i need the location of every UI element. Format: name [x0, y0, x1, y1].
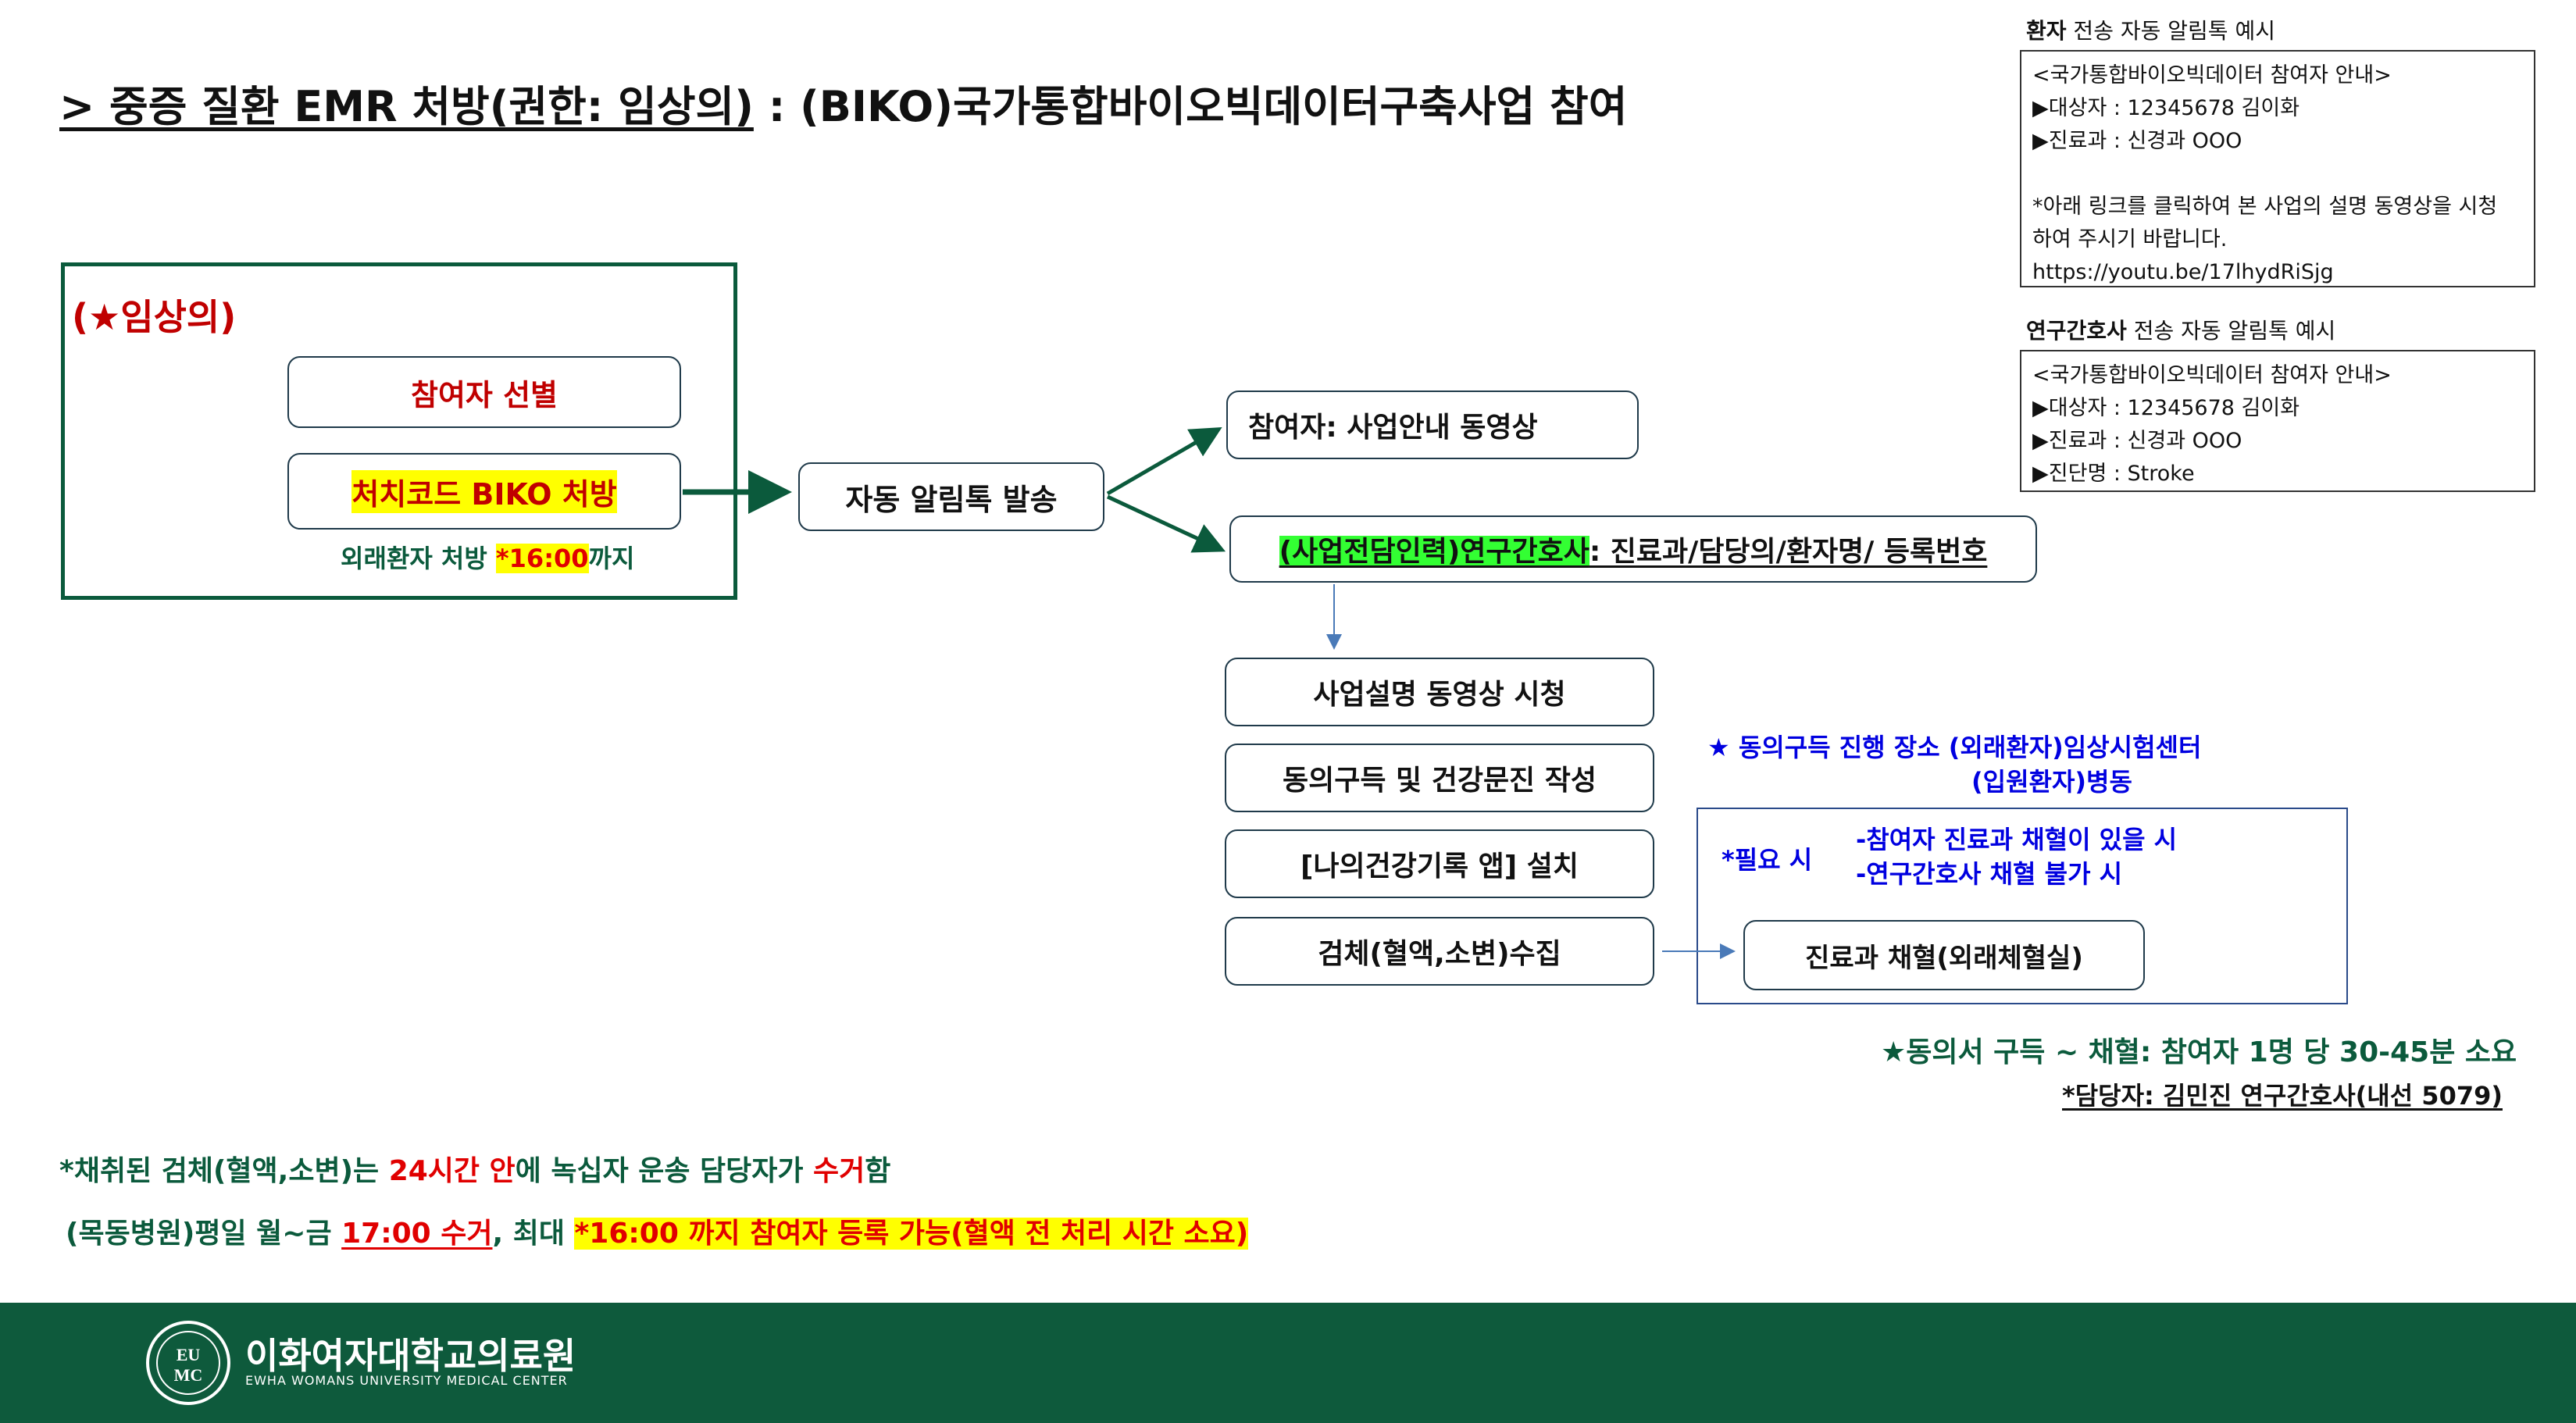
sample-pickup-note: *채취된 검체(혈액,소변)는 24시간 안에 녹십자 운송 담당자가 수거함 [59, 1155, 891, 1187]
consent-place-line2: (입원환자)병동 [1971, 767, 2132, 797]
page-title: > 중증 질환 EMR 처방(권한: 임상의) : (BIKO)국가통합바이오빅… [59, 72, 1627, 134]
ewha-logo-icon: EU MC [146, 1321, 230, 1405]
outpatient-deadline: *16:00 [495, 544, 589, 573]
biko-order-label: 처치코드 BIKO 처방 [351, 469, 617, 513]
nurse-sample-message: <국가통합바이오빅데이터 참여자 안내> ▶대상자 : 12345678 김이화… [2020, 350, 2535, 492]
as-needed-label: *필요 시 [1721, 845, 1813, 875]
step-video-watch: 사업설명 동영상 시청 [1225, 658, 1654, 726]
select-participant-label: 참여자 선별 [410, 377, 558, 412]
consent-place-line1: ★ 동의구득 진행 장소 (외래환자)임상시험센터 [1707, 733, 2202, 762]
registration-note: (목동병원)평일 월~금 17:00 수거, 최대 *16:00 까지 참여자 … [66, 1218, 1249, 1250]
as-needed-cond2: -연구간호사 채혈 불가 시 [1856, 859, 2123, 889]
as-needed-cond1: -참여자 진료과 채혈이 있을 시 [1856, 825, 2178, 854]
patient-sample-message: <국가통합바이오빅데이터 참여자 안내> ▶대상자 : 12345678 김이화… [2020, 50, 2535, 287]
as-needed-box [1697, 808, 2348, 1004]
logo-letters-top: EU [177, 1345, 201, 1364]
footer-org-name: 이화여자대학교의료원 [245, 1335, 576, 1377]
select-participant-box: 참여자 선별 [287, 356, 681, 428]
duration-note: ★동의서 구득 ~ 채혈: 참여자 1명 당 30-45분 소요 [1881, 1036, 2517, 1068]
arrow-send-to-nurse [1106, 494, 1226, 553]
auto-send-box: 자동 알림톡 발송 [798, 462, 1104, 531]
clinician-group-box [61, 262, 737, 600]
nurse-target-label: (사업전담인력)연구간호사: 진료과/담당의/환자명/ 등록번호 [1279, 536, 1988, 568]
dept-blood-draw-box: 진료과 채혈(외래체혈실) [1743, 920, 2145, 990]
clinician-label: (★임상의) [72, 296, 237, 338]
title-main: > 중증 질환 EMR 처방(권한: 임상의) [59, 82, 754, 131]
video-link[interactable]: https://youtu.be/17lhydRiSjg [2032, 260, 2334, 284]
participant-video-box: 참여자: 사업안내 동영상 [1226, 391, 1639, 459]
step-consent-survey: 동의구득 및 건강문진 작성 [1225, 744, 1654, 812]
footer-bar [0, 1303, 2576, 1423]
nurse-target-box: (사업전담인력)연구간호사: 진료과/담당의/환자명/ 등록번호 [1229, 515, 2037, 583]
participant-video-label: 참여자: 사업안내 동영상 [1248, 412, 1538, 444]
nurse-role: (사업전담인력)연구간호사 [1279, 536, 1589, 568]
step-app-install: [나의건강기록 앱] 설치 [1225, 829, 1654, 898]
arrow-send-to-participant [1106, 426, 1222, 496]
step-sample-collection: 검체(혈액,소변)수집 [1225, 917, 1654, 986]
auto-send-label: 자동 알림톡 발송 [845, 482, 1058, 517]
nurse-sample-caption: 연구간호사 전송 자동 알림톡 예시 [2026, 318, 2336, 344]
title-sub: : (BIKO)국가통합바이오빅데이터구축사업 참여 [753, 82, 1628, 131]
contact-note: *담당자: 김민진 연구간호사(내선 5079) [2062, 1081, 2503, 1111]
footer-org-sub: EWHA WOMANS UNIVERSITY MEDICAL CENTER [245, 1373, 568, 1388]
logo-letters-bottom: MC [174, 1365, 203, 1385]
biko-order-box: 처치코드 BIKO 처방 [287, 453, 681, 530]
outpatient-note: 외래환자 처방 *16:00까지 [341, 544, 635, 573]
patient-sample-caption: 환자 전송 자동 알림톡 예시 [2026, 18, 2275, 44]
